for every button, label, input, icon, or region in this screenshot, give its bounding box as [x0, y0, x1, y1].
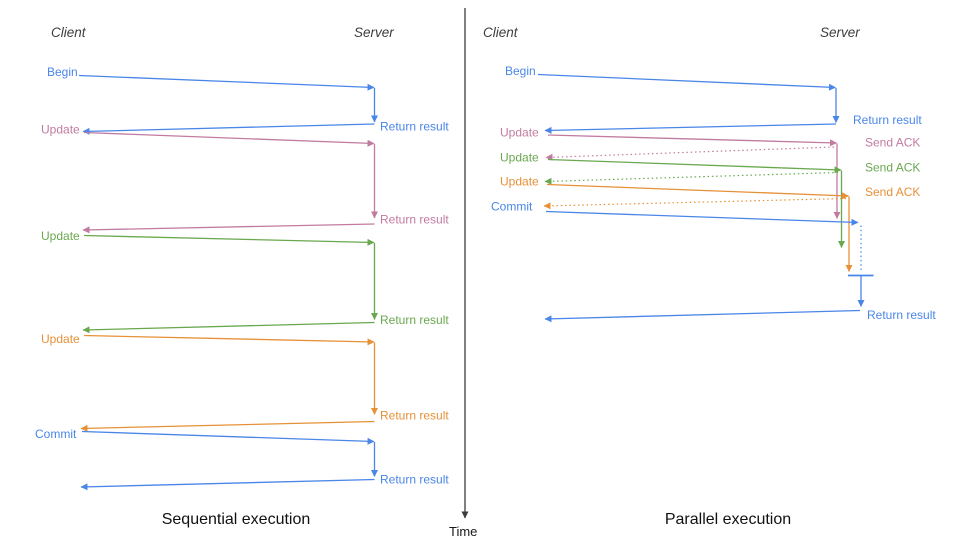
time-axis: Time [449, 8, 477, 539]
par-update1-ack-line [545, 146, 835, 161]
seq-msg-update2: Update Return result [41, 229, 449, 334]
seq-begin-return-line [82, 123, 375, 135]
par-update2-label: Update [500, 151, 539, 165]
seq-client-header: Client [51, 25, 87, 40]
seq-update1-label: Update [41, 123, 80, 137]
seq-commit-response-label: Return result [380, 473, 449, 487]
par-begin-response-label: Return result [853, 113, 922, 127]
par-begin-request-line [537, 73, 836, 91]
par-update3-response-label: Send ACK [865, 185, 920, 199]
parallel-panel: Client Server Parallel execution Begin R… [483, 25, 936, 528]
par-commit-response-label: Return result [867, 308, 936, 322]
seq-update2-request-line [83, 234, 375, 246]
seq-commit-label: Commit [35, 427, 77, 441]
par-update2-request-line [547, 158, 842, 174]
seq-update1-request-line [83, 131, 375, 147]
par-server-header: Server [820, 25, 860, 40]
par-update3-ack-line [543, 197, 847, 210]
par-update1-response-label: Send ACK [865, 136, 920, 150]
seq-msg-update1: Update Return result [41, 123, 449, 234]
seq-begin-response-label: Return result [380, 120, 449, 134]
time-axis-label: Time [449, 524, 477, 539]
seq-begin-request-line [78, 74, 375, 91]
par-update3-label: Update [500, 175, 539, 189]
par-msg-update1: Update Send ACK [500, 126, 920, 219]
seq-update3-response-label: Return result [380, 409, 449, 423]
par-msg-begin: Begin Return result [505, 64, 922, 134]
par-msg-update2: Update Send ACK [500, 151, 920, 248]
seq-msg-update3: Update Return result [41, 332, 449, 432]
par-client-header: Client [483, 25, 519, 40]
seq-update2-label: Update [41, 229, 80, 243]
seq-commit-return-line [80, 478, 375, 491]
seq-caption: Sequential execution [162, 511, 311, 528]
seq-update1-response-label: Return result [380, 213, 449, 227]
seq-update2-return-line [82, 321, 375, 334]
par-caption: Parallel execution [665, 511, 791, 528]
par-msg-commit: Commit Return result [491, 200, 936, 323]
seq-msg-begin: Begin Return result [47, 65, 449, 135]
seq-commit-request-line [81, 430, 375, 445]
seq-update1-return-line [82, 223, 375, 234]
par-commit-label: Commit [491, 200, 533, 214]
seq-server-header: Server [354, 25, 394, 40]
par-update3-request-line [546, 183, 849, 200]
seq-update3-label: Update [41, 332, 80, 346]
par-update2-ack-line [544, 171, 839, 185]
par-commit-return-line [544, 309, 861, 323]
seq-msg-commit: Commit Return result [35, 427, 449, 491]
seq-update2-response-label: Return result [380, 313, 449, 327]
seq-update3-request-line [83, 334, 375, 346]
seq-update3-return-line [80, 420, 375, 432]
par-update1-request-line [547, 134, 837, 147]
par-begin-label: Begin [505, 64, 536, 78]
seq-begin-label: Begin [47, 65, 78, 79]
par-update2-response-label: Send ACK [865, 161, 920, 175]
par-update1-label: Update [500, 126, 539, 140]
sequential-panel: Client Server Sequential execution Begin… [35, 25, 449, 528]
par-msg-update3: Update Send ACK [500, 175, 920, 272]
par-commit-request-line [545, 210, 859, 226]
par-begin-return-line [544, 123, 837, 134]
